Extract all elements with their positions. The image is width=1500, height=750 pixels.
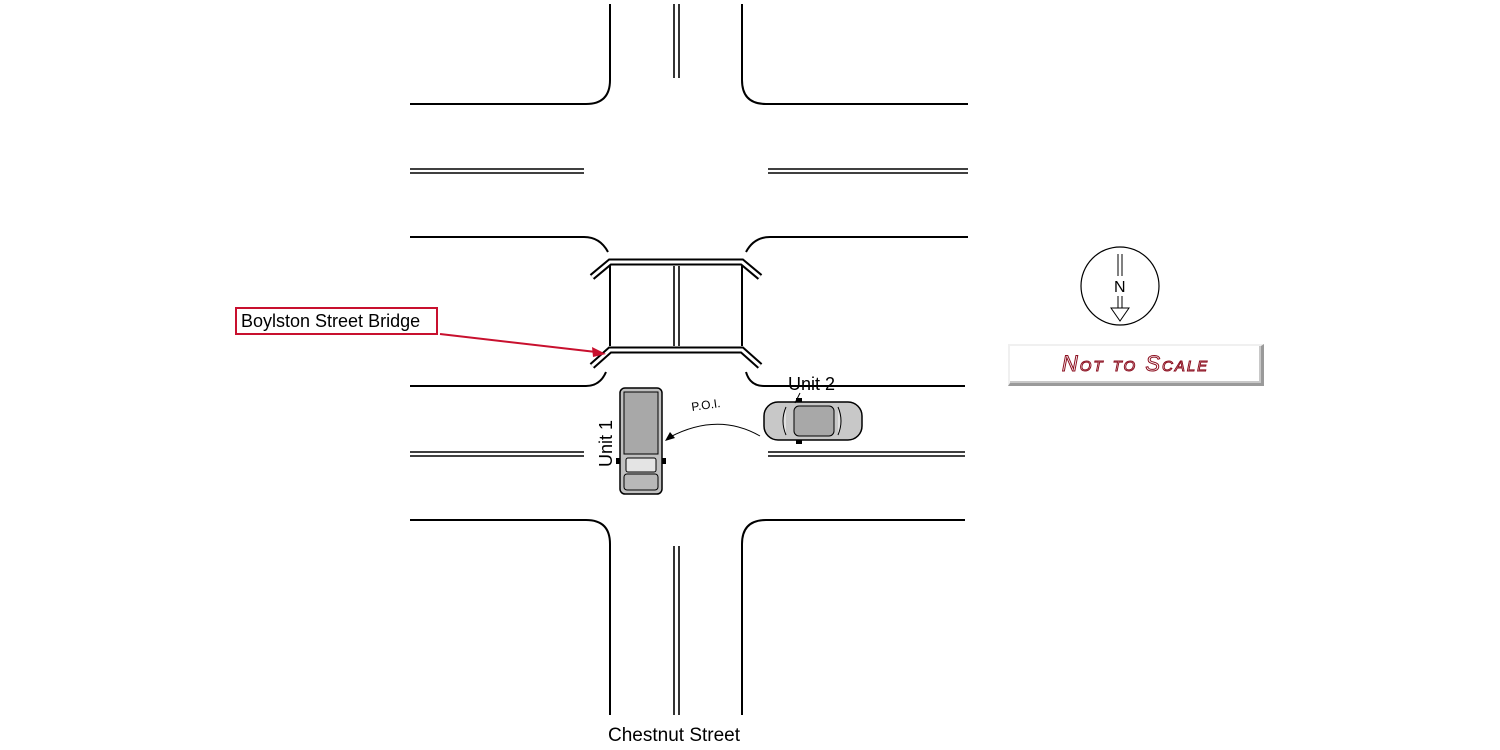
upper-cross-street bbox=[410, 168, 968, 253]
north-label: N bbox=[1114, 279, 1126, 296]
bridge-callout-arrow bbox=[439, 333, 606, 357]
unit-1-label: Unit 1 bbox=[596, 420, 616, 467]
north-arrow-icon: N bbox=[1080, 246, 1160, 326]
unit-2-label-pointer bbox=[794, 392, 801, 404]
street-label: Chestnut Street bbox=[608, 725, 741, 746]
north-street bbox=[410, 4, 968, 105]
lower-cross-street bbox=[410, 371, 965, 715]
unit-2-label: Unit 2 bbox=[788, 374, 835, 394]
unit-2-vehicle bbox=[763, 398, 863, 444]
bridge-callout: Boylston Street Bridge bbox=[235, 307, 438, 335]
poi-label: P.O.I. bbox=[690, 396, 721, 414]
scale-note: Not to Scale bbox=[1008, 344, 1264, 386]
poi-path bbox=[665, 423, 761, 441]
bridge-structure bbox=[589, 258, 763, 369]
unit-1-vehicle bbox=[616, 387, 666, 495]
scale-note-text: Not to Scale bbox=[1061, 351, 1210, 377]
